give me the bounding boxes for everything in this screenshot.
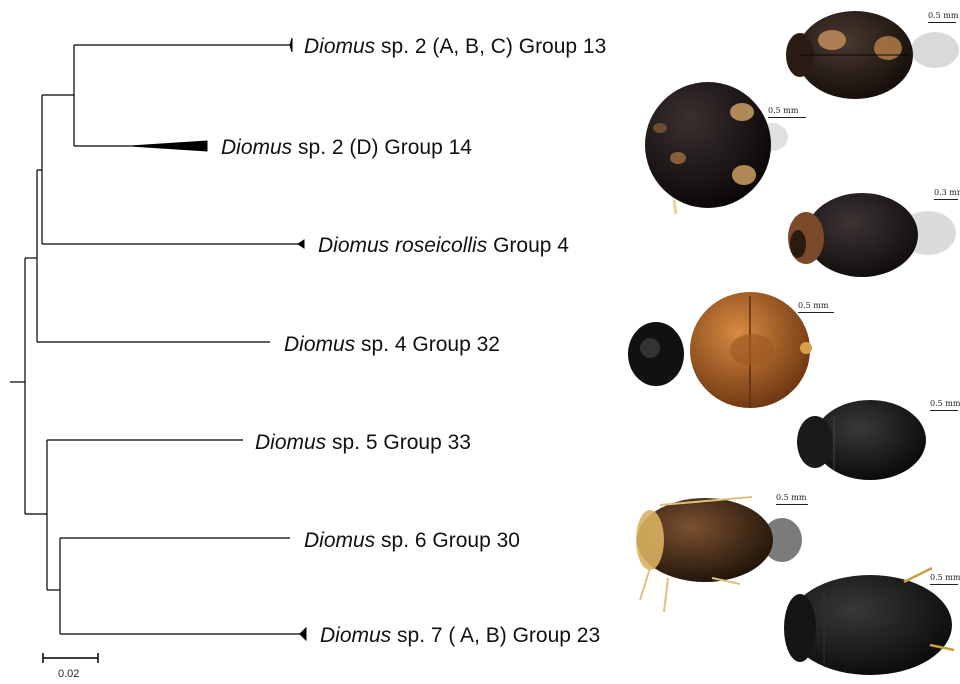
specimen-scale-1: 0.5 mm xyxy=(928,22,956,23)
specimen-scale-label: 0.5 mm xyxy=(930,399,960,408)
specimen-scale-label: 0.5 mm xyxy=(776,493,806,502)
specimen-scale-label: 0.3 mm xyxy=(934,188,960,197)
specimen-scale-6: 0.5 mm xyxy=(776,504,808,505)
specimen-image-1 xyxy=(786,11,959,99)
specimen-scale-bar xyxy=(768,117,806,118)
specimen-scale-label: 0.5 mm xyxy=(768,106,798,115)
specimen-scale-label: 0.5 mm xyxy=(928,11,958,20)
specimen-scale-label: 0.5 mm xyxy=(930,573,960,582)
specimen-scale-4: 0.5 mm xyxy=(798,312,834,313)
specimen-image-7 xyxy=(784,568,954,675)
specimen-scale-bar xyxy=(776,504,808,505)
specimen-scale-3: 0.3 mm xyxy=(934,199,958,200)
specimen-image-5 xyxy=(797,400,926,480)
specimen-scale-bar xyxy=(930,584,958,585)
specimen-scale-7: 0.5 mm xyxy=(930,584,958,585)
specimen-scale-bar xyxy=(930,410,958,411)
specimen-scale-bar xyxy=(928,22,956,23)
specimen-image-4 xyxy=(628,292,812,408)
specimen-scale-bar xyxy=(934,199,958,200)
specimen-scale-bar xyxy=(798,312,834,313)
specimen-scale-label: 0.5 mm xyxy=(798,301,828,310)
specimen-scale-2: 0.5 mm xyxy=(768,117,806,118)
specimen-image-6 xyxy=(636,497,802,612)
specimen-image-3 xyxy=(788,193,956,277)
specimen-image-2 xyxy=(645,82,788,214)
specimen-scale-5: 0.5 mm xyxy=(930,410,958,411)
